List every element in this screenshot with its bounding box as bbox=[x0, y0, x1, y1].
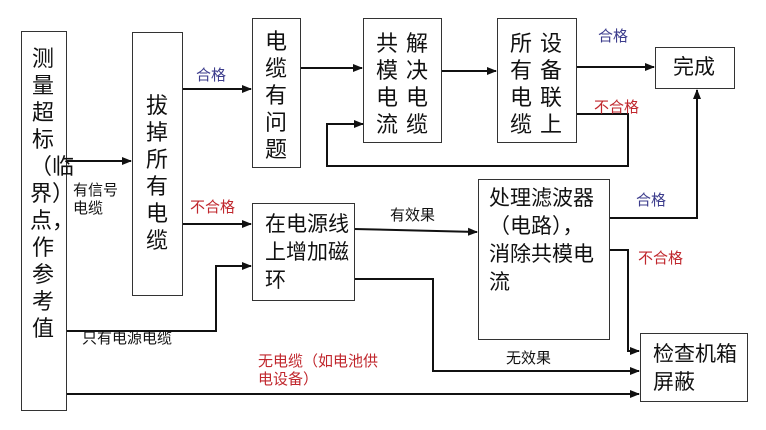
node-ferrite: 在电源线上增加磁环 bbox=[252, 203, 355, 301]
arrow-filter-to-done bbox=[609, 89, 701, 219]
label-no-effect: 无效果 bbox=[506, 349, 552, 367]
node-filter: 处理滤波器（电路），消除共模电流 bbox=[478, 179, 610, 340]
node-shield-text: 检查机箱屏蔽 bbox=[653, 342, 737, 394]
arrow-ferrite-to-filter bbox=[353, 227, 478, 236]
arrow-filter-to-shield bbox=[609, 249, 640, 355]
label-has-signal-cable: 有信号 电缆 bbox=[73, 181, 119, 217]
arrow-power-to-ferrite bbox=[66, 262, 252, 332]
label-pass-2: 合格 bbox=[598, 27, 629, 45]
node-unplug: 拔掉所有电缆 bbox=[132, 32, 183, 296]
node-done-text: 完成 bbox=[673, 55, 715, 79]
node-unplug-text: 拔掉所有电缆 bbox=[145, 94, 168, 254]
node-solve-col2: 解决电缆 bbox=[405, 32, 428, 138]
label-effective: 有效果 bbox=[390, 206, 436, 224]
node-cable-problem-text: 电缆有问题 bbox=[264, 30, 287, 163]
arrow-all-fail-loop bbox=[326, 113, 629, 167]
arrow-ferrite-to-shield bbox=[354, 278, 640, 375]
label-pass-1: 合格 bbox=[196, 66, 227, 84]
node-ferrite-text: 在电源线上增加磁环 bbox=[265, 212, 349, 292]
node-measure: 测量超标（临界）点，作参考值 bbox=[21, 31, 75, 411]
node-cable-problem: 电缆有问题 bbox=[252, 18, 301, 168]
node-shield: 检查机箱屏蔽 bbox=[640, 333, 748, 402]
label-no-cable: 无电缆（如电池供 电设备） bbox=[258, 352, 379, 388]
node-all-devices: 所有电缆 设备联上 bbox=[497, 18, 577, 143]
node-filter-text: 处理滤波器（电路），消除共模电流 bbox=[489, 186, 594, 294]
label-fail-2: 不合格 bbox=[594, 98, 640, 116]
label-only-power: 只有电源电缆 bbox=[82, 329, 173, 347]
label-fail-1: 不合格 bbox=[190, 198, 236, 216]
node-solve: 共模电流 解决电缆 bbox=[363, 18, 442, 143]
node-all-devices-col1: 所有电缆 bbox=[509, 32, 532, 138]
node-solve-col1: 共模电流 bbox=[375, 32, 398, 138]
label-pass-3: 合格 bbox=[636, 191, 667, 209]
node-done: 完成 bbox=[655, 47, 735, 89]
node-measure-text: 测量超标（临界）点，作参考值 bbox=[30, 47, 75, 342]
node-all-devices-col2: 设备联上 bbox=[539, 32, 562, 138]
label-fail-3: 不合格 bbox=[638, 249, 684, 267]
